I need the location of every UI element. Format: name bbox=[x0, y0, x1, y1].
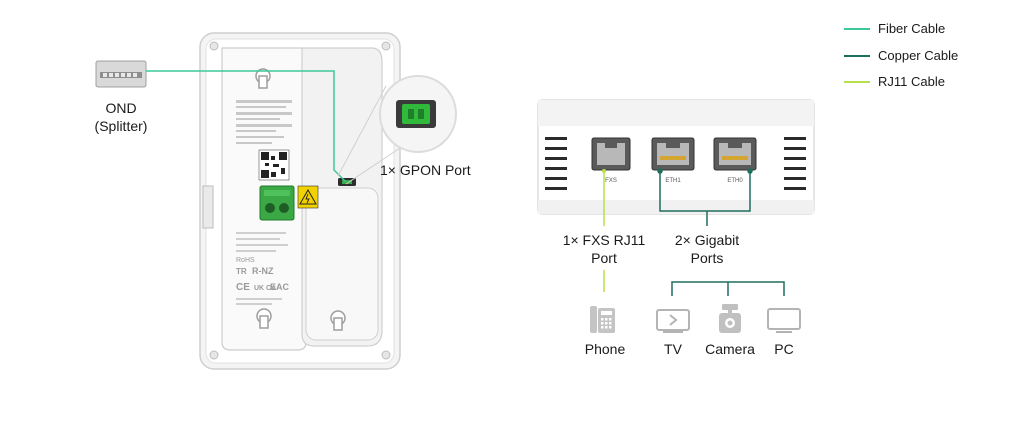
device-port-panel: FXS ETH1 ETH0 bbox=[537, 99, 815, 215]
warning-sticker bbox=[297, 185, 319, 209]
rj11-cable bbox=[602, 169, 606, 292]
fxs-port-label-line2: Port bbox=[591, 250, 617, 266]
regulatory-marks: RoHS TR R-NZ CE UK CA EAC bbox=[236, 232, 290, 305]
ond-label: OND bbox=[105, 100, 137, 116]
copper-cable bbox=[657, 168, 785, 296]
eac-mark: EAC bbox=[270, 282, 290, 292]
fiber-cable bbox=[146, 70, 347, 183]
ce-mark: CE bbox=[236, 282, 250, 293]
fxs-port-label: 1× FXS RJ11 bbox=[562, 232, 646, 248]
power-terminal-block bbox=[259, 185, 295, 221]
legend-swatch bbox=[844, 28, 870, 30]
device-back-panel: RoHS TR R-NZ CE UK CA EAC bbox=[199, 32, 401, 370]
gigabit-ports-label: 2× Gigabit bbox=[674, 232, 740, 248]
legend-swatch bbox=[844, 81, 870, 83]
device-label-phone: Phone bbox=[584, 341, 626, 357]
gigabit-ports-label-line2: Ports bbox=[690, 250, 724, 266]
pc-icon bbox=[767, 308, 801, 333]
tv-icon bbox=[656, 309, 690, 333]
tr-mark: TR bbox=[236, 267, 247, 276]
legend-label: RJ11 Cable bbox=[878, 74, 945, 89]
device-label-pc: PC bbox=[774, 341, 794, 357]
ukca-mark: UK CA bbox=[254, 285, 276, 292]
port-caption-fxs: FXS bbox=[605, 178, 617, 184]
device-label-tv: TV bbox=[664, 341, 682, 357]
rohs-mark: RoHS bbox=[236, 257, 255, 264]
eth1-port: ETH1 bbox=[651, 137, 695, 184]
port-caption-eth1: ETH1 bbox=[665, 178, 681, 184]
splitter-label: (Splitter) bbox=[94, 118, 148, 134]
legend-label: Copper Cable bbox=[878, 48, 959, 63]
legend-swatch bbox=[844, 55, 870, 57]
legend-label: Fiber Cable bbox=[878, 21, 946, 36]
device-label-camera: Camera bbox=[705, 341, 755, 357]
port-caption-eth0: ETH0 bbox=[727, 178, 743, 184]
fxs-rj11-port: FXS bbox=[591, 137, 631, 184]
camera-icon bbox=[719, 304, 741, 333]
gpon-port-zoom-callout bbox=[337, 75, 457, 185]
product-label-lines bbox=[236, 100, 292, 144]
phone-icon bbox=[590, 306, 615, 333]
gpon-port-label: 1× GPON Port bbox=[380, 162, 471, 178]
rnz-mark: R-NZ bbox=[252, 266, 274, 276]
eth0-port: ETH0 bbox=[713, 137, 757, 184]
qr-code bbox=[258, 149, 290, 181]
ond-splitter-icon bbox=[95, 60, 147, 88]
